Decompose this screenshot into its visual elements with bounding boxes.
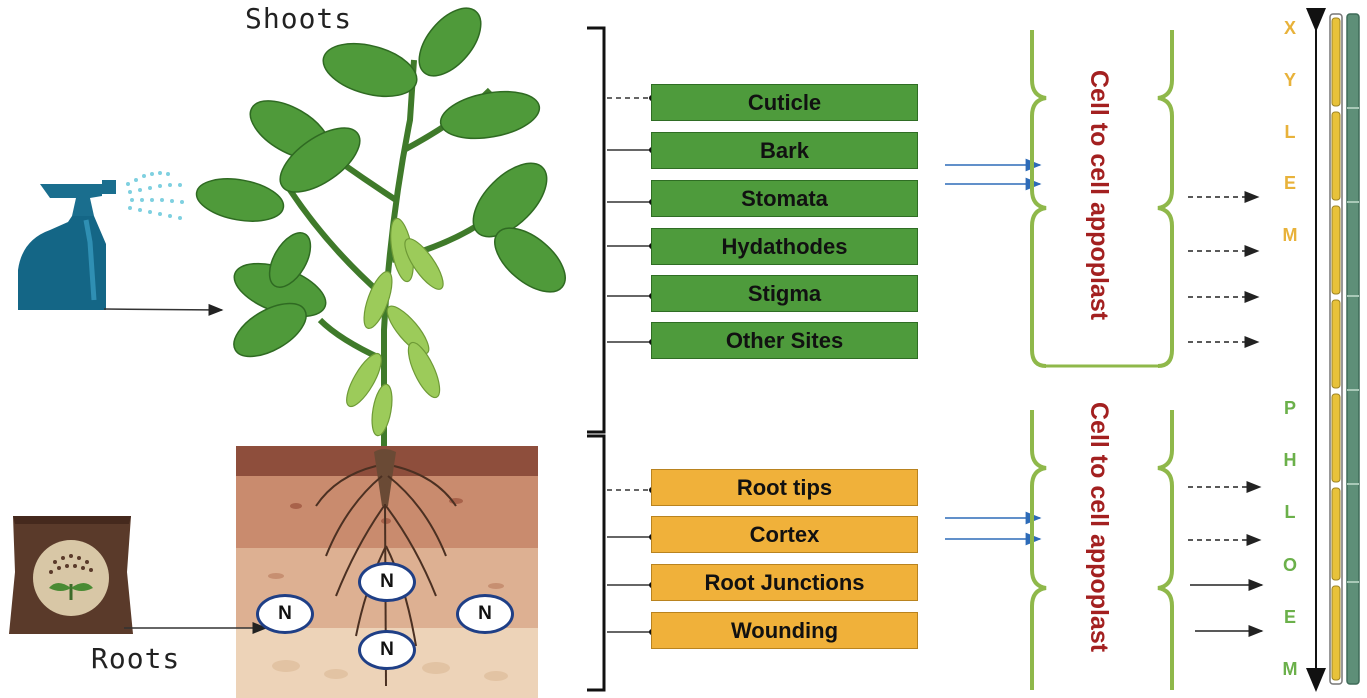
site-wounding: Wounding [651,612,918,649]
phloem-letter: L [1284,502,1296,523]
xylem-letter: Y [1283,69,1296,90]
phloem-label: P H L O E M [1280,398,1300,680]
apoplast-label-shoot: Cell to cell appoplast [1085,70,1113,321]
roots-label: Roots [91,642,181,675]
xylem-label: X Y L E M [1280,18,1300,246]
site-cortex: Cortex [651,516,918,553]
shoots-label: Shoots [245,2,353,35]
xylem-letter: L [1284,121,1296,142]
nutrient-n-2: N [358,562,416,602]
site-stomata: Stomata [651,180,918,217]
phloem-letter: E [1283,606,1296,627]
nutrient-n-1: N [256,594,314,634]
nutrient-n-4: N [358,630,416,670]
apoplast-label-root: Cell to cell appoplast [1085,402,1113,653]
xylem-letter: X [1283,18,1296,38]
fertilizer-bag-icon [9,516,133,634]
phloem-letter: O [1282,554,1297,575]
site-cuticle: Cuticle [651,84,918,121]
site-root-tips: Root tips [651,469,918,506]
xylem-letter: M [1282,225,1298,245]
site-bark: Bark [651,132,918,169]
phloem-letter: P [1283,398,1296,418]
phloem-letter: M [1282,658,1298,679]
site-stigma: Stigma [651,275,918,312]
site-other-sites: Other Sites [651,322,918,359]
site-root-junctions: Root Junctions [651,564,918,601]
nutrient-n-3: N [456,594,514,634]
spray-bottle-icon [18,171,184,310]
plant-illustration [195,7,566,446]
site-hydathodes: Hydathodes [651,228,918,265]
xylem-letter: E [1283,173,1296,194]
phloem-letter: H [1283,450,1297,471]
